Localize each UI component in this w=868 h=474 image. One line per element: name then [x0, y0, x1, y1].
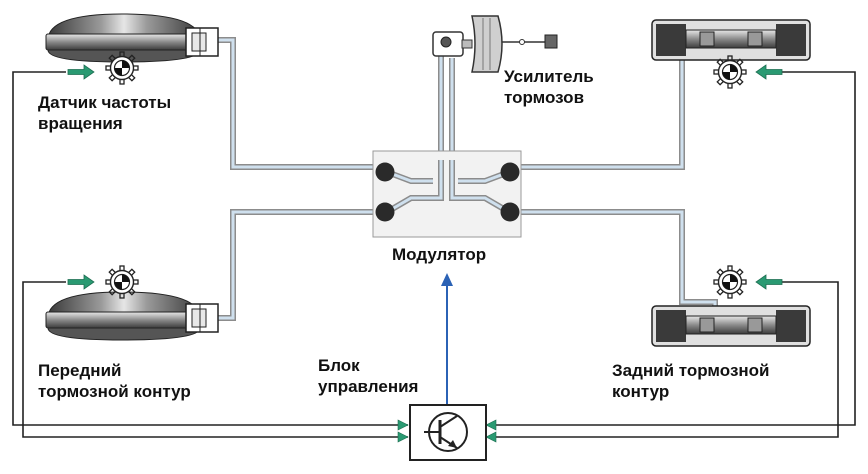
control-unit-label-line1: Блок	[318, 356, 360, 375]
signal-arrow-icon	[67, 274, 95, 290]
front-brake-disc-lower	[45, 291, 219, 341]
gear-sensor-icon	[713, 265, 747, 299]
valve-icon	[375, 162, 520, 222]
gear-sensor-icon	[105, 51, 139, 85]
gear-sensor-icon	[105, 265, 139, 299]
control-unit-label: Блок управления	[318, 355, 418, 397]
transistor-icon	[424, 412, 468, 452]
sensor-wires	[12, 71, 856, 438]
front-circuit-label: Передний тормозной контур	[38, 360, 191, 402]
speed-sensor-label-line2: вращения	[38, 114, 123, 133]
signal-arrow-icon	[67, 64, 95, 80]
rear-circuit-label: Задний тормозной контур	[612, 360, 770, 402]
signal-arrow-icon	[755, 274, 783, 290]
gear-sensor-icon	[713, 55, 747, 89]
front-circuit-label-line2: тормозной контур	[38, 382, 191, 401]
modulator-block	[372, 150, 522, 238]
speed-sensor-label: Датчик частоты вращения	[38, 92, 171, 134]
rear-circuit-label-line1: Задний тормозной	[612, 361, 770, 380]
brake-booster-icon	[432, 15, 558, 73]
control-output-arrow	[441, 273, 453, 404]
brake-booster-label-line1: Усилитель	[504, 67, 594, 86]
front-circuit-label-line1: Передний	[38, 361, 122, 380]
rear-brake-lower	[651, 305, 811, 347]
control-unit-label-line2: управления	[318, 377, 419, 396]
control-unit	[409, 404, 487, 461]
brake-booster-label: Усилитель тормозов	[504, 66, 594, 108]
rear-upper-sensor	[713, 55, 783, 89]
brake-booster-label-line2: тормозов	[504, 88, 585, 107]
control-input-arrows	[397, 419, 497, 443]
rear-circuit-label-line2: контур	[612, 382, 670, 401]
rear-brake-upper	[651, 19, 811, 61]
speed-sensor-label-line1: Датчик частоты	[38, 93, 172, 112]
signal-arrow-icon	[755, 64, 783, 80]
rear-lower-sensor	[713, 265, 783, 299]
modulator-label: Модулятор	[392, 245, 487, 264]
